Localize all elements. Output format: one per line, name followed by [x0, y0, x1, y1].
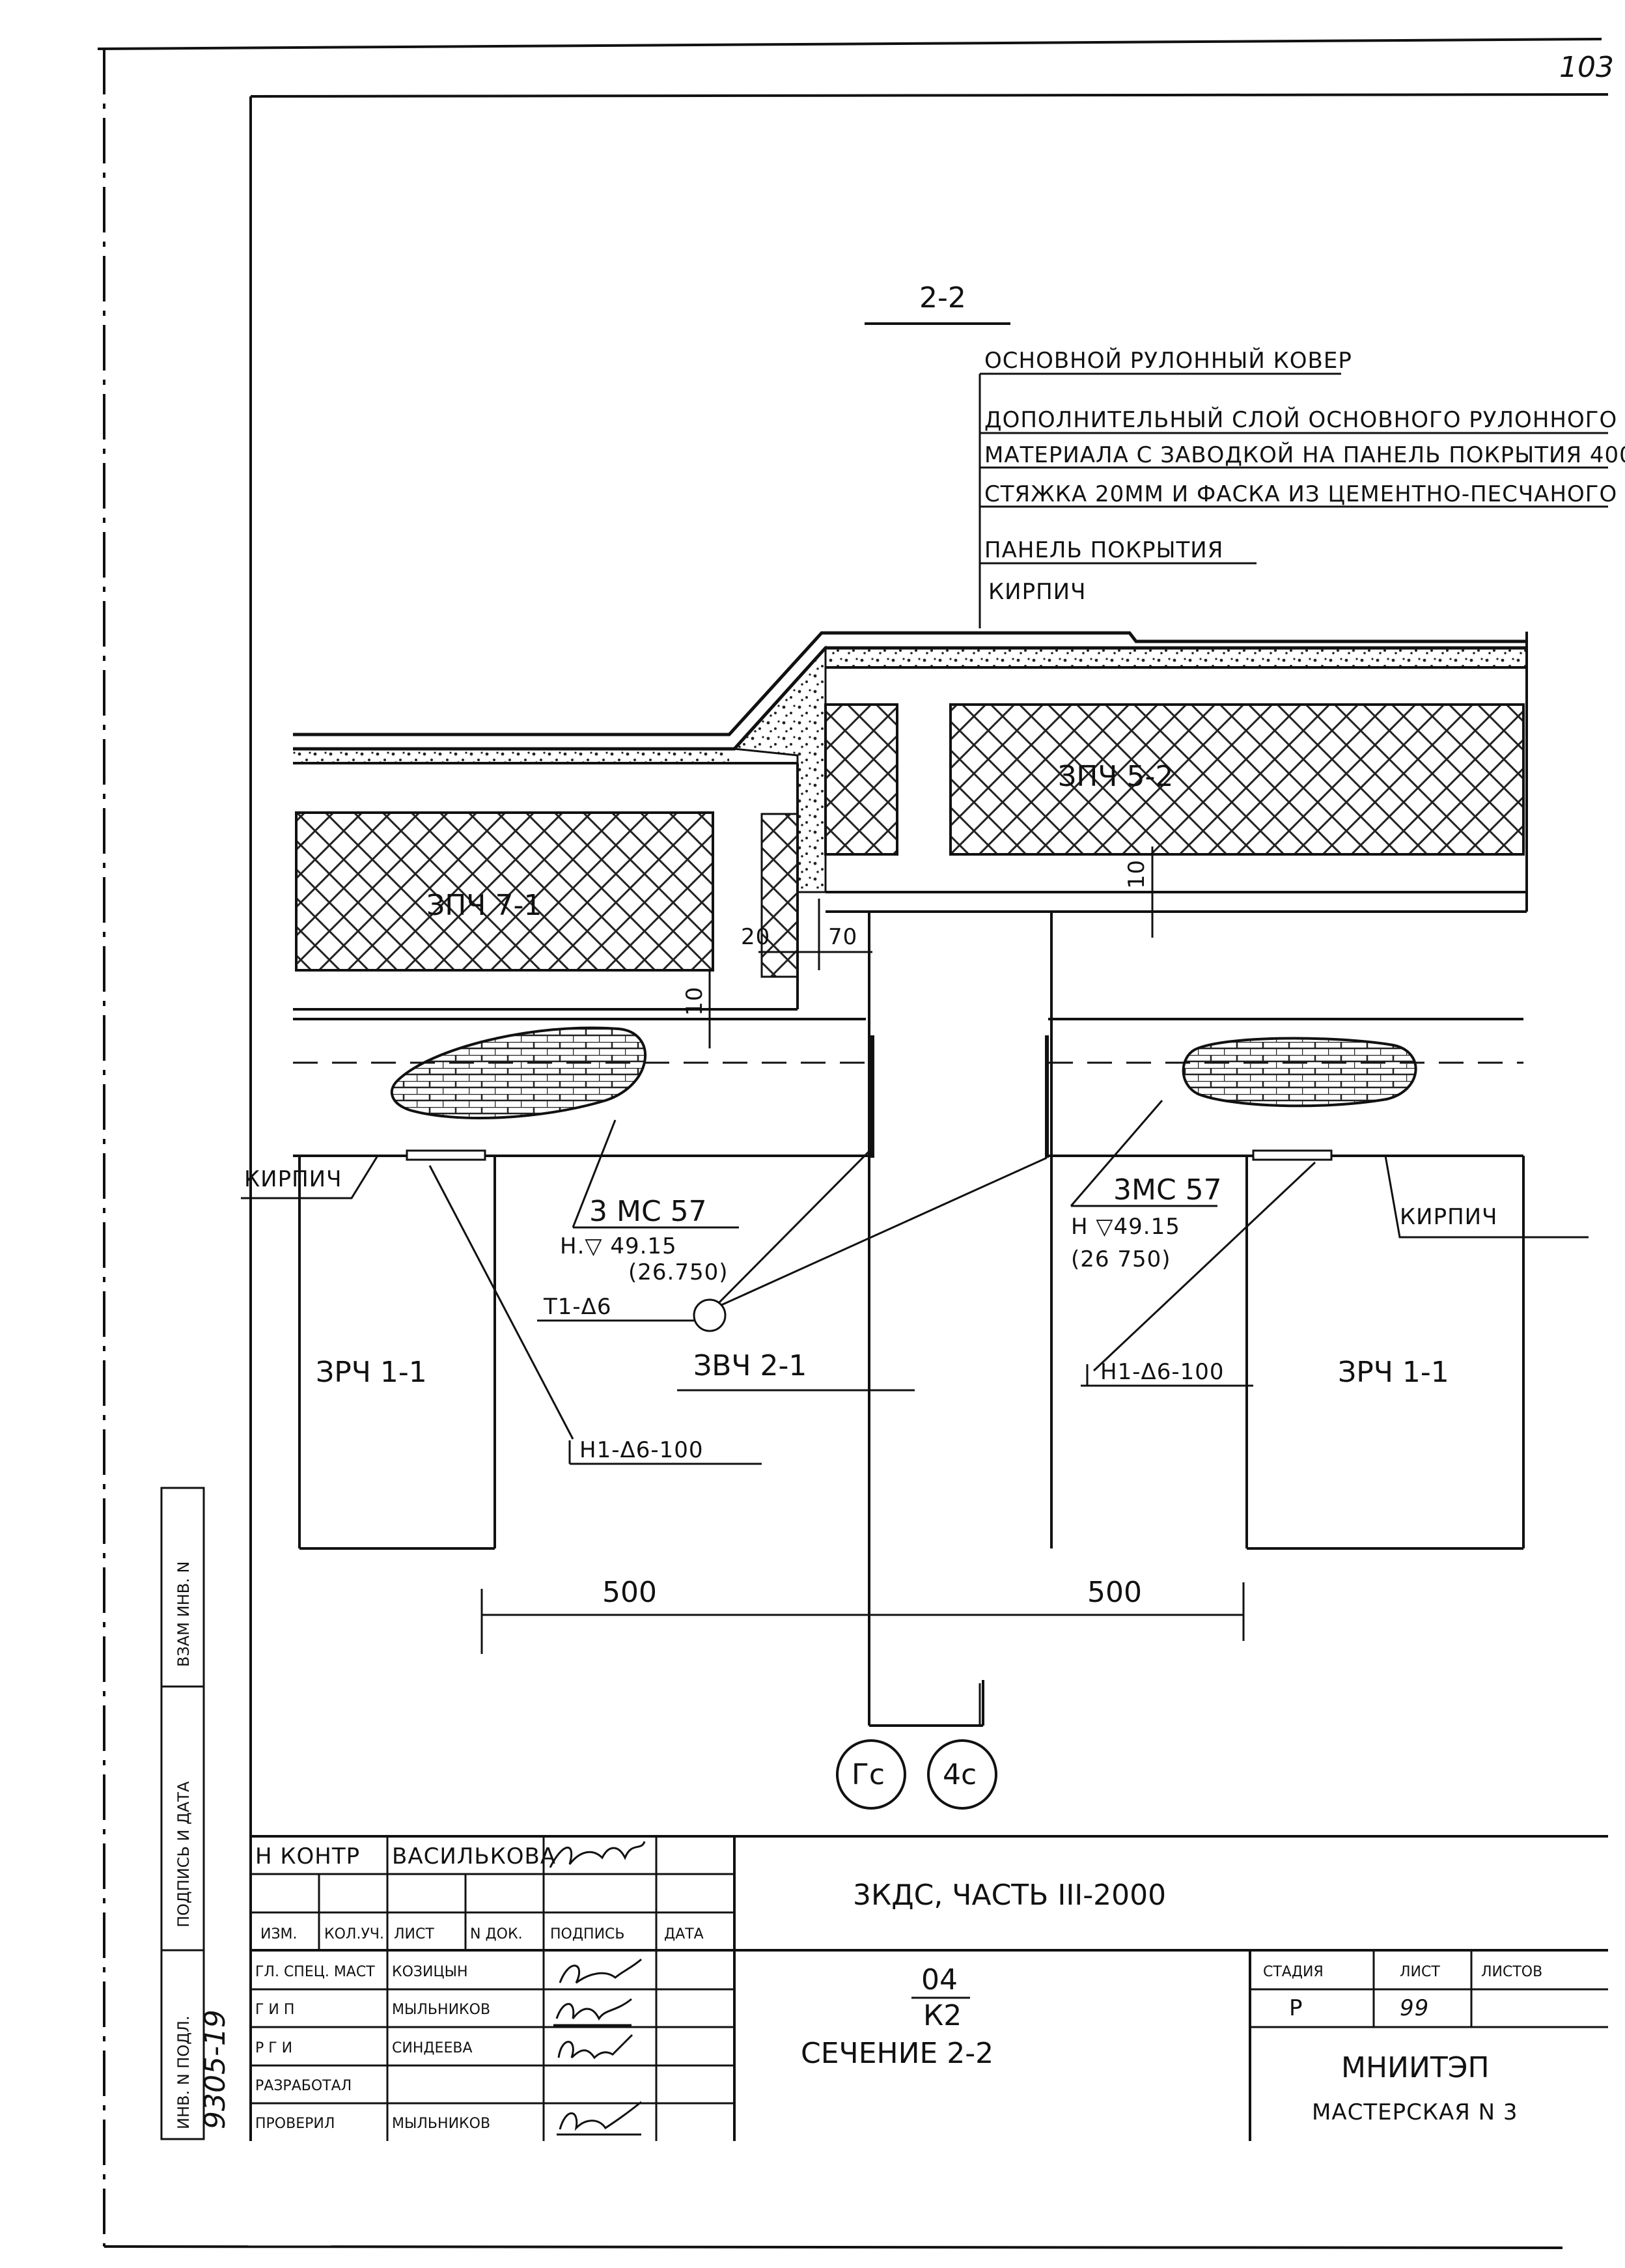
t1-label: Т1-Δ6 [543, 1294, 612, 1320]
brick-leaders [241, 1155, 1589, 1239]
dim-10-left: 10 [682, 987, 708, 1016]
elev-left-label: Н.▽ 49.15 [560, 1233, 677, 1259]
panel-left [293, 762, 799, 1011]
column-left-label: ЗРЧ 1-1 [316, 1356, 427, 1389]
stamp-inv-original: ИНВ. N ПОДЛ. [174, 2015, 193, 2129]
staff-role-3: Р Г И [255, 2040, 292, 2056]
staff-role-4: РАЗРАБОТАЛ [255, 2078, 352, 2094]
title-block-grid [251, 1835, 1608, 2141]
staff-name-5: МЫЛЬНИКОВ [392, 2116, 490, 2132]
column-right-label: ЗРЧ 1-1 [1338, 1356, 1449, 1389]
brick-left-label: КИРПИЧ [244, 1166, 342, 1192]
axis-marker-gc [836, 1739, 906, 1810]
stage-header: СТАДИЯ [1263, 1964, 1324, 1980]
elev-right-label: Н ▽49.15 [1071, 1214, 1180, 1240]
dim-500-right: 500 [1087, 1576, 1142, 1609]
connection-node [693, 1298, 727, 1332]
brick-infill-right [1182, 1037, 1417, 1108]
brick-right-label: КИРПИЧ [1400, 1204, 1497, 1230]
section-title: 2-2 [919, 281, 966, 315]
stamp-sign-date: ПОДПИСЬ И ДАТА [174, 1781, 193, 1927]
elev-left-alt-label: (26.750) [628, 1259, 729, 1285]
screed-left [293, 749, 729, 763]
columns [298, 912, 1525, 1727]
stamp-replace-inv: ВЗАМ ИНВ. N [174, 1561, 193, 1667]
axis-label-4c: 4с [943, 1758, 977, 1791]
side-stamp-strip [160, 1487, 205, 2140]
layer-label-extra-layer: ДОПОЛНИТЕЛЬНЫЙ СЛОЙ ОСНОВНОГО РУЛОННОГО [984, 406, 1617, 433]
axis-label-gc: Гс [852, 1758, 885, 1791]
staff-role-1: ГЛ. СПЕЦ. МАСТ [255, 1964, 375, 1980]
stage-value: Р [1289, 1995, 1303, 2021]
dim-70: 70 [828, 924, 857, 950]
dim-20: 20 [741, 924, 770, 950]
organization-name: МНИИТЭП [1341, 2051, 1490, 2084]
col-header-izm: ИЗМ. [260, 1926, 298, 1942]
page-frame [97, 38, 1609, 2249]
ledge-right [1252, 1149, 1333, 1161]
screed-right [824, 648, 1527, 666]
drawing-code-top: 04 [921, 1963, 958, 1996]
workshop-name: МАСТЕРСКАЯ N 3 [1312, 2099, 1518, 2125]
drawing-code-bottom: К2 [923, 1999, 962, 2032]
dim-500-left: 500 [602, 1576, 657, 1609]
zmc-left-label: 3 МС 57 [589, 1195, 707, 1228]
sheet-value: 99 [1400, 1995, 1429, 2021]
staff-role-2: Г И П [255, 2002, 294, 2018]
layer-label-brick: КИРПИЧ [988, 579, 1086, 605]
col-header-koluch: КОЛ.УЧ. [324, 1926, 384, 1942]
panel-right [824, 632, 1528, 913]
staff-role-5: ПРОВЕРИЛ [255, 2116, 335, 2132]
dim-10-right: 10 [1124, 860, 1150, 889]
inventory-number: 9305-19 [199, 2009, 232, 2129]
layer-leader-lines [979, 372, 1608, 628]
norm-control-name: ВАСИЛЬКОВА [392, 1843, 556, 1869]
layer-label-main-carpet: ОСНОВНОЙ РУЛОННЫЙ КОВЕР [984, 347, 1352, 374]
zmc-right-label: 3МС 57 [1113, 1173, 1222, 1207]
dimension-lines [480, 847, 1245, 1726]
callout-leaders [428, 1100, 1316, 1465]
col-header-ndoc: N ДОК. [470, 1926, 523, 1942]
col-header-date: ДАТА [664, 1926, 704, 1942]
panel-left-label: ЗПЧ 7-1 [426, 889, 542, 922]
sheet-number: 103 [1559, 51, 1614, 84]
sheets-header: ЛИСТОВ [1481, 1964, 1542, 1980]
staff-name-1: КОЗИЦЫН [392, 1964, 468, 1980]
panel-right-label: ЗПЧ 5-2 [1058, 760, 1173, 793]
col-header-list: ЛИСТ [394, 1926, 434, 1942]
norm-control-role: Н КОНТР [255, 1843, 360, 1869]
col-header-sign: ПОДПИСЬ [550, 1926, 625, 1942]
column-mid-label: ЗВЧ 2-1 [693, 1349, 807, 1382]
h1-left-label: Н1-Δ6-100 [579, 1437, 704, 1463]
elev-right-alt-label: (26 750) [1071, 1246, 1171, 1272]
drawing-name: СЕЧЕНИЕ 2-2 [801, 2037, 993, 2070]
sheet-header: ЛИСТ [1400, 1964, 1440, 1980]
signature-norm-control [549, 1841, 646, 1868]
staff-signatures [553, 1958, 642, 2136]
layer-label-panel: ПАНЕЛЬ ПОКРЫТИЯ [984, 537, 1223, 563]
layer-label-screed: СТЯЖКА 20ММ И ФАСКА ИЗ ЦЕМЕНТНО-ПЕСЧАНОГ… [984, 481, 1625, 507]
chamfer-fill [732, 645, 827, 893]
staff-name-3: СИНДЕЕВА [392, 2040, 473, 2056]
brick-infill-left [390, 1026, 647, 1119]
ledge-left [406, 1149, 486, 1161]
staff-name-2: МЫЛЬНИКОВ [392, 2002, 490, 2018]
h1-right-label: Н1-Δ6-100 [1100, 1359, 1225, 1385]
project-title: 3КДС, ЧАСТЬ III-2000 [853, 1879, 1166, 1912]
axis-marker-4c [927, 1739, 997, 1810]
layer-label-extra-layer-2: МАТЕРИАЛА С ЗАВОДКОЙ НА ПАНЕЛЬ ПОКРЫТИЯ … [984, 441, 1625, 468]
